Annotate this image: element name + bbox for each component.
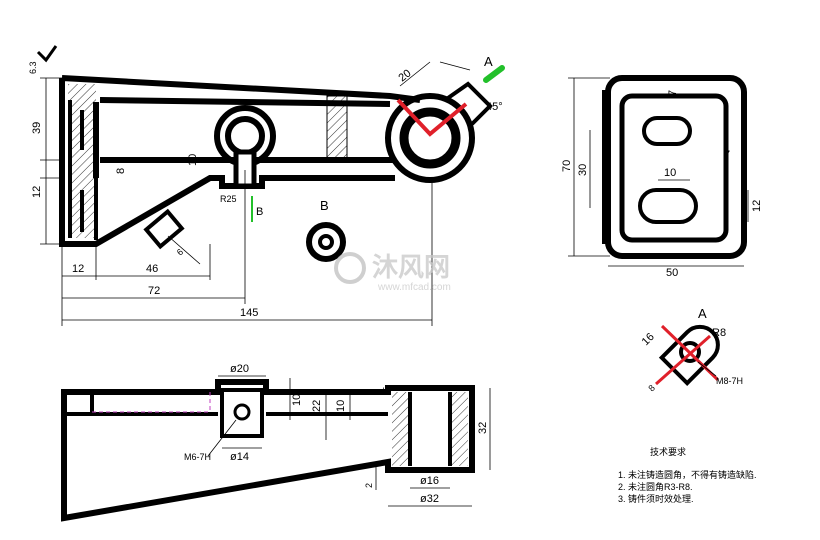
red-v-mark [396, 98, 468, 137]
svg-text:45°: 45° [486, 101, 503, 113]
svg-text:M8-7H: M8-7H [716, 376, 743, 386]
svg-text:7: 7 [667, 90, 679, 96]
front-view: 6.3 A B B [28, 45, 505, 326]
svg-text:16: 16 [640, 331, 657, 348]
svg-text:R25: R25 [220, 194, 237, 204]
detail-a-label: A [698, 306, 707, 321]
svg-text:72: 72 [148, 285, 160, 297]
right-boss-inner [399, 107, 461, 169]
top-boss-hole [233, 403, 251, 421]
svg-text:ø14: ø14 [230, 451, 249, 463]
svg-text:R8: R8 [712, 327, 726, 339]
slot-bottom [638, 188, 698, 224]
front-dimensions: 39 12 8 10 R25 6 12 46 72 145 20 45° [31, 61, 503, 326]
view-a-arrow [483, 65, 505, 83]
svg-text:12: 12 [72, 263, 84, 275]
right-boss-outer [385, 93, 475, 183]
svg-text:12: 12 [751, 200, 763, 212]
section-b-inner [318, 234, 334, 250]
front-outline [59, 75, 421, 247]
lug [446, 81, 493, 126]
svg-text:2: 2 [364, 483, 374, 488]
top-boss [220, 388, 264, 438]
top-bore-lines [408, 392, 452, 466]
svg-text:70: 70 [561, 160, 573, 172]
note-3: 3. 铸件须时效处理. [618, 493, 694, 504]
svg-text:22: 22 [311, 400, 323, 412]
svg-text:8: 8 [115, 168, 127, 174]
view-b-label: B [256, 206, 263, 218]
center-boss-inner [225, 116, 265, 156]
top-hatch-right [450, 392, 468, 466]
svg-text:ø16: ø16 [420, 475, 439, 487]
watermark-brand: 沐风网 [372, 252, 450, 282]
watermark: 沐风网 www.mfcad.com [334, 252, 451, 293]
side-view: 70 30 50 7 7 10 12 [561, 75, 763, 279]
note-1: 1. 未注铸造圆角，不得有铸造缺陷. [618, 469, 757, 480]
side-dimensions: 70 30 50 7 7 10 12 [561, 77, 763, 279]
svg-text:145: 145 [240, 307, 258, 319]
rib-hatch [326, 95, 348, 161]
svg-text:1: 1 [376, 387, 386, 392]
slot-top [642, 116, 692, 146]
svg-text:20: 20 [396, 67, 413, 84]
technical-notes: 技术要求 1. 未注铸造圆角，不得有铸造缺陷. 2. 未注圆角R3-R8. 3.… [618, 446, 757, 504]
svg-text:6: 6 [175, 247, 185, 258]
svg-text:10: 10 [664, 167, 676, 179]
top-inner-lines [64, 392, 388, 416]
svg-text:10: 10 [291, 394, 303, 406]
top-dimensions: ø20 ø14 M6-7H 10 22 10 1 32 ø16 ø32 2 [184, 363, 491, 507]
svg-text:ø32: ø32 [420, 493, 439, 505]
section-b-label: B [320, 198, 329, 213]
watermark-logo [334, 252, 366, 284]
svg-text:ø20: ø20 [230, 363, 249, 375]
side-outer [605, 75, 747, 259]
watermark-url: www.mfcad.com [377, 282, 451, 293]
note-2: 2. 未注圆角R3-R8. [618, 481, 693, 492]
detail-a-hole [679, 341, 701, 363]
roughness-symbol: 6.3 [28, 45, 58, 74]
roughness-value: 6.3 [28, 61, 38, 74]
svg-text:10: 10 [335, 400, 347, 412]
slant-boss [143, 208, 185, 250]
svg-text:7: 7 [724, 149, 730, 161]
view-a-label: A [484, 54, 493, 69]
svg-text:50: 50 [666, 267, 678, 279]
slant-boss-leader [167, 235, 201, 265]
svg-text:30: 30 [577, 164, 589, 176]
notes-title: 技术要求 [650, 446, 686, 457]
svg-text:39: 39 [31, 122, 43, 134]
svg-text:8: 8 [646, 383, 657, 394]
svg-text:32: 32 [477, 422, 489, 434]
slant-rib [95, 177, 211, 245]
left-wall-lines [68, 100, 98, 240]
detail-a-red-2 [655, 334, 711, 386]
svg-text:10: 10 [187, 154, 199, 166]
section-b-outer [306, 222, 346, 262]
detail-a-outline [658, 324, 720, 386]
detail-a-view: A 16 R8 M8-7H 8 [640, 306, 743, 393]
svg-text:M6-7H: M6-7H [184, 452, 211, 462]
side-inner [619, 93, 729, 243]
top-hatch-left [392, 392, 410, 466]
top-outline [61, 379, 475, 522]
top-view: ø20 ø14 M6-7H 10 22 10 1 32 ø16 ø32 2 [61, 363, 491, 522]
svg-text:12: 12 [31, 186, 43, 198]
svg-text:46: 46 [146, 263, 158, 275]
